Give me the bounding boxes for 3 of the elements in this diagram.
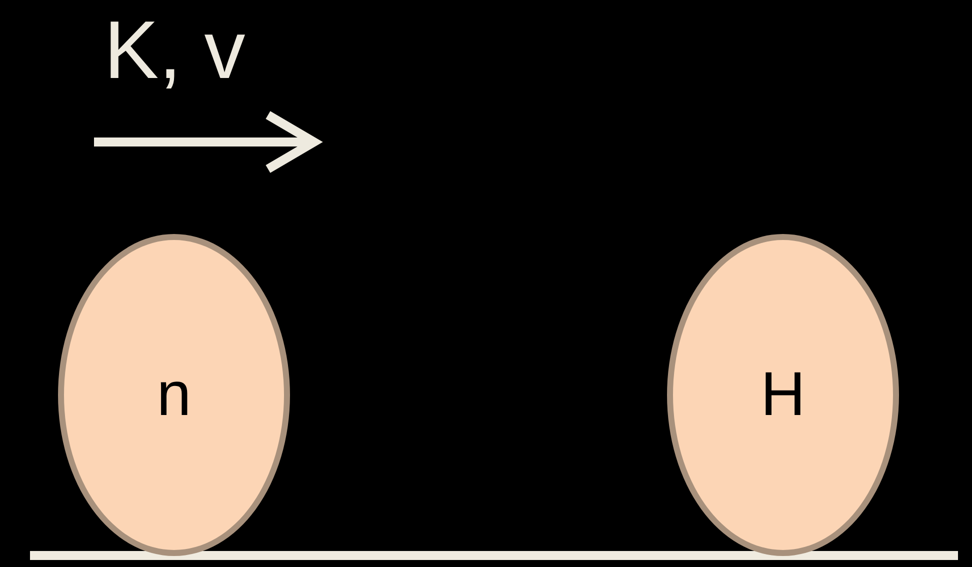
node-label: n: [156, 364, 192, 426]
quantity-label: K, v: [104, 10, 246, 92]
node-label: H: [760, 364, 806, 426]
